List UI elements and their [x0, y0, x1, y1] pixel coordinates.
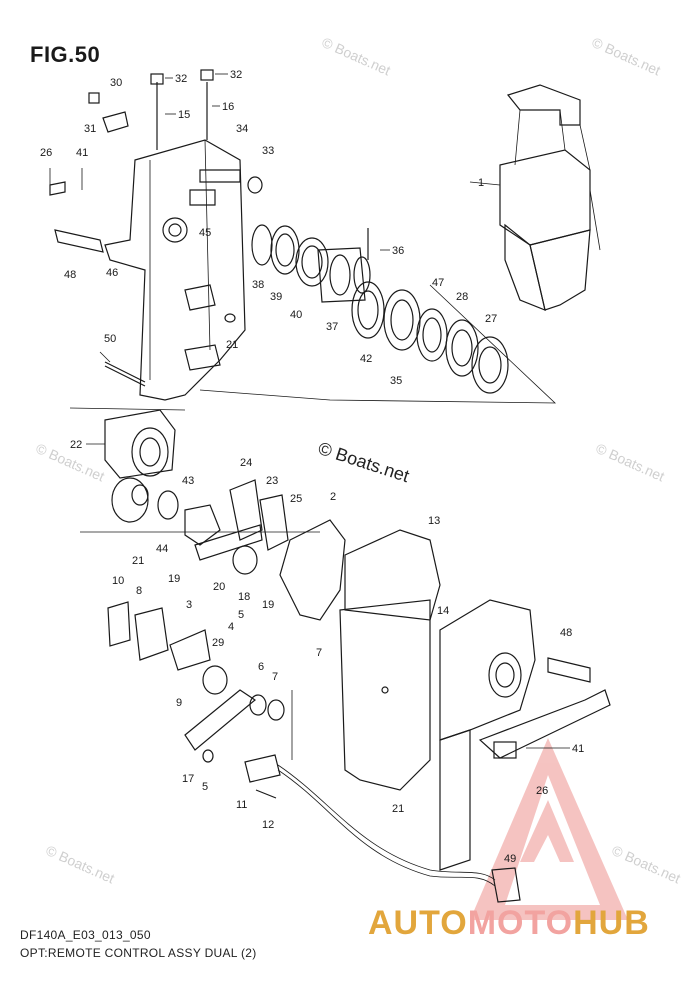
callout-10: 10: [112, 575, 124, 587]
callout-46: 46: [106, 267, 118, 279]
callout-45: 45: [199, 227, 211, 239]
callout-29: 29: [212, 637, 224, 649]
cable-harness: [244, 754, 521, 903]
callout-41: 41: [76, 147, 88, 159]
callout-39: 39: [270, 291, 282, 303]
callout-19: 19: [168, 573, 180, 585]
callout-23: 23: [266, 475, 278, 487]
divider-line: [69, 407, 186, 411]
callout-18: 18: [238, 591, 250, 603]
brand-part-2: MOTO: [467, 904, 574, 942]
callout-8: 8: [136, 585, 142, 597]
callout-32: 32: [175, 73, 187, 85]
callout-2: 2: [330, 491, 336, 503]
callout-36: 36: [392, 245, 404, 257]
callout-24: 24: [240, 457, 252, 469]
callout-35: 35: [390, 375, 402, 387]
callout-12: 12: [262, 819, 274, 831]
callout-20: 20: [213, 581, 225, 593]
callout-26: 26: [536, 785, 548, 797]
callout-7: 7: [316, 647, 322, 659]
callout-48: 48: [560, 627, 572, 639]
callout-labels: 32 32 30 31 15 16 34 26 41 33 1 45 36 48…: [40, 69, 584, 865]
callout-16: 16: [222, 101, 234, 113]
callout-30: 30: [110, 77, 122, 89]
figure-title: FIG.50: [30, 42, 101, 67]
callout-22: 22: [70, 439, 82, 451]
callout-14: 14: [437, 605, 449, 617]
callout-5: 5: [238, 609, 244, 621]
callout-19: 19: [262, 599, 274, 611]
callout-44: 44: [156, 543, 168, 555]
seal-rings: [251, 224, 329, 287]
control-box-lower: [439, 599, 611, 871]
callout-31: 31: [84, 123, 96, 135]
callout-9: 9: [176, 697, 182, 709]
callout-27: 27: [485, 313, 497, 325]
gear-housing: [104, 409, 179, 523]
bracket-assembly: [104, 139, 246, 401]
bolts-upper: [49, 69, 263, 387]
callout-6: 6: [258, 661, 264, 673]
callout-33: 33: [262, 145, 274, 157]
callout-21: 21: [226, 339, 238, 351]
leader-lines: [49, 73, 570, 749]
callout-37: 37: [326, 321, 338, 333]
triangle-logo-icon: [470, 738, 628, 920]
callout-25: 25: [290, 493, 302, 505]
gear-rings: [351, 281, 509, 394]
callout-38: 38: [252, 279, 264, 291]
callout-40: 40: [290, 309, 302, 321]
callout-50: 50: [104, 333, 116, 345]
levers: [184, 479, 289, 575]
callout-4: 4: [228, 621, 234, 633]
callout-7: 7: [272, 671, 278, 683]
small-parts: [107, 601, 285, 763]
brand-part-1: AUTO: [368, 904, 468, 942]
brand-part-3: HUB: [573, 904, 650, 942]
callout-28: 28: [456, 291, 468, 303]
callout-17: 17: [182, 773, 194, 785]
callout-48: 48: [64, 269, 76, 281]
callout-3: 3: [186, 599, 192, 611]
brand-logo: AUTOMOTOHUB: [368, 904, 650, 943]
gear-shaft: [317, 247, 371, 303]
figure-description: OPT:REMOTE CONTROL ASSY DUAL (2): [20, 946, 257, 960]
callout-43: 43: [182, 475, 194, 487]
side-plate: [279, 519, 441, 791]
figure-code: DF140A_E03_013_050: [20, 928, 151, 942]
divider-line: [199, 284, 557, 404]
callout-15: 15: [178, 109, 190, 121]
callout-21: 21: [392, 803, 404, 815]
callout-32: 32: [230, 69, 242, 81]
control-box-housing: [499, 84, 601, 311]
callout-41: 41: [572, 743, 584, 755]
callout-47: 47: [432, 277, 444, 289]
callout-13: 13: [428, 515, 440, 527]
callout-11: 11: [236, 799, 247, 811]
callout-5: 5: [202, 781, 208, 793]
callout-34: 34: [236, 123, 248, 135]
callout-21: 21: [132, 555, 144, 567]
callout-42: 42: [360, 353, 372, 365]
callout-26: 26: [40, 147, 52, 159]
callout-49: 49: [504, 853, 516, 865]
